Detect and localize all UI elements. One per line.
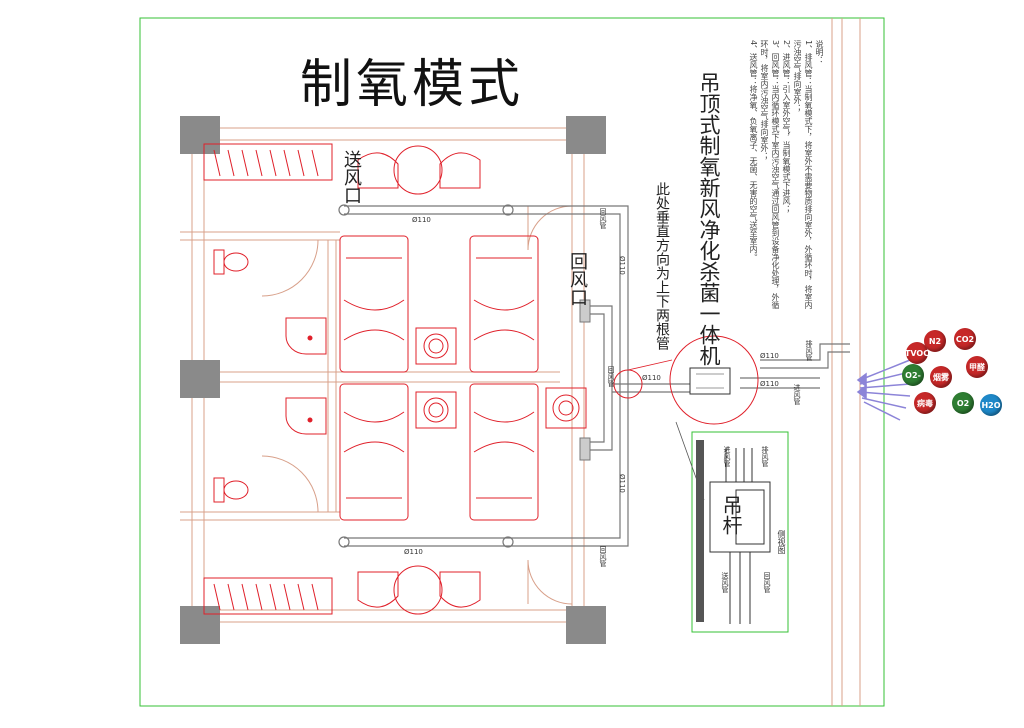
co2-bubble: CO2 [954,328,976,350]
exhaust-pipe-label: 排风管 [805,340,813,361]
room-walls [180,127,600,623]
vertical-pipe-note: 此处垂直方向为上下两根管 [654,182,670,350]
hanger-rod-label: 吊杆 [719,495,743,535]
structural-columns [180,116,606,644]
side-view-label: 侧视图 [777,530,786,554]
pipe-diameter-junction: Ø110 [642,374,661,382]
n2-bubble: N2 [924,330,946,352]
side-return-pipe-label: 回风管 [763,572,771,593]
nightstand-lamps [415,327,587,429]
sinks [285,317,327,435]
return-outlet-label: 回风口 [567,252,588,306]
exterior-wall-lines [831,18,861,706]
drawing-frame [139,17,885,707]
unit-detail-circle [627,335,759,425]
duct-pipes [338,204,850,548]
supply-grilles [579,299,591,461]
pipe-diameter-right-lower: Ø110 [618,474,626,493]
water-bubble: H2O [980,394,1002,416]
bottom-return-pipe-label: 回风管 [599,546,607,567]
smoke-bubble: 烟雾 [930,366,952,388]
airflow-arrows [856,359,911,421]
note-1: 1、排风管：当制氧模式下，将室外不需要物质排向室外，外循环时，将室内污浊空气排向… [793,40,813,310]
junction-return-pipe-label: 回风管 [607,366,615,387]
pipe-diameter-bottom: Ø110 [404,548,423,556]
wardrobe-bottom [203,577,333,615]
tvoc-bubble: TVOC [905,342,929,364]
wardrobe-top [203,143,333,181]
side-supply-pipe-label: 送风管 [721,572,729,593]
dining-set-bottom [357,565,481,615]
supply-outlet-label: 送风口 [341,150,362,204]
note-heading: 说明： [815,40,824,64]
pipe-diameter-exhaust: Ø110 [760,352,779,360]
virus-bubble: 病毒 [914,392,936,414]
note-2: 2、进风管：引入室外空气，当制氧模式下进风； [782,40,791,214]
note-3: 3、回风管：当内循环模式下室内污浊空气通过回风管到设备净化处理，外循环时，将室内… [760,40,780,310]
dining-set-top [357,145,481,195]
diagram-title: 制氧模式 [300,55,525,115]
side-inlet-pipe-label: 进风管 [723,446,731,467]
top-return-pipe-label: 回风管 [599,208,607,229]
inlet-pipe-label: 进风管 [793,384,801,405]
o2-negative-bubble: O2- [902,364,924,386]
toilets [213,249,249,503]
pipe-diameter-inlet: Ø110 [760,380,779,388]
beds [339,235,539,521]
formaldehyde-bubble: 甲醛 [966,356,988,378]
pipe-diameter-right-upper: Ø110 [618,256,626,275]
pipe-diameter-top: Ø110 [412,216,431,224]
note-4: 4、送风管：将净氧、负氧离子、无菌、无害的空气送至室内。 [749,40,758,262]
side-exhaust-pipe-label: 排风管 [761,446,769,467]
unit-name-label: 吊顶式制氧新风净化杀菌一体机 [697,72,721,366]
o2-bubble: O2 [952,392,974,414]
explanation-notes: 说明： 1、排风管：当制氧模式下，将室外不需要物质排向室外，外循环时，将室内污浊… [735,40,825,310]
side-view-box [675,421,789,633]
